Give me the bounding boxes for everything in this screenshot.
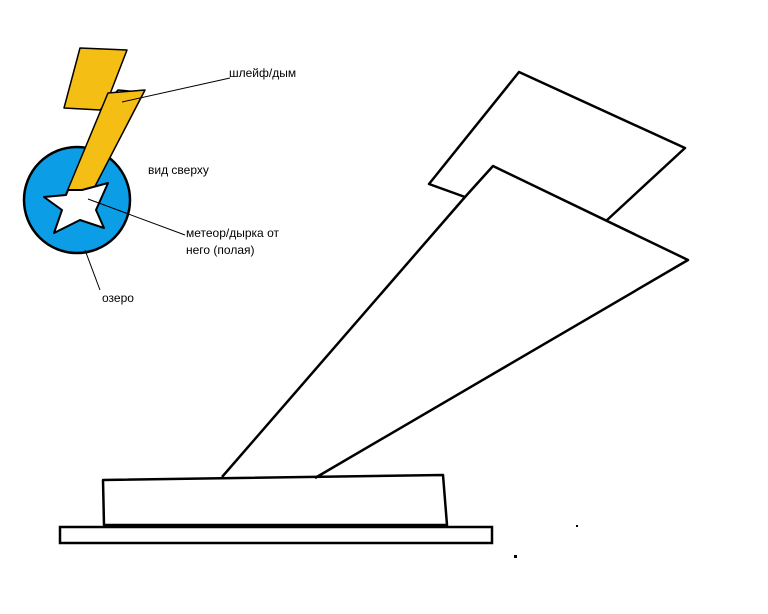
base-plate — [58, 525, 494, 545]
lake-leader-line — [84, 249, 101, 291]
plume-leader-line — [121, 77, 231, 103]
label-lake: озеро — [102, 291, 134, 305]
label-plume: шлейф/дым — [229, 66, 297, 80]
plume-lower-outline — [314, 164, 690, 480]
stray-dot — [576, 525, 578, 527]
plume-body-outline — [221, 70, 687, 478]
label-top-view: вид сверху — [148, 163, 209, 177]
label-meteor-line1: метеор/дырка от — [186, 226, 279, 240]
base-block — [101, 473, 449, 527]
meteor-leader-line — [87, 198, 186, 236]
label-meteor-line2: него (полая) — [186, 243, 255, 257]
stray-dot — [514, 555, 517, 558]
meteor-star — [43, 182, 109, 234]
